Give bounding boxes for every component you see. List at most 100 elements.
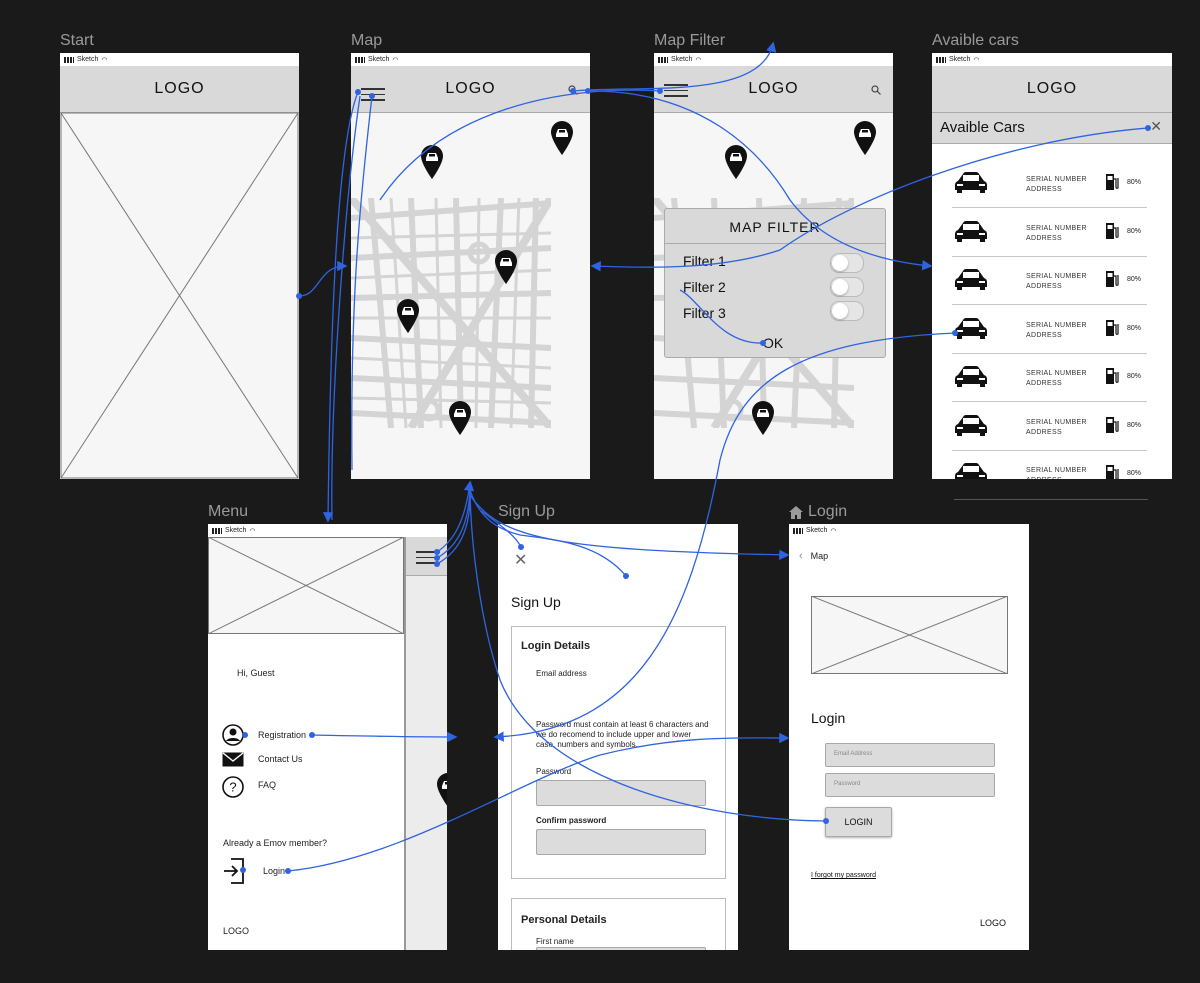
login-details-heading: Login Details [521,640,591,652]
navbar: LOGO [654,66,893,113]
login-details-section: Login Details Email address Password mus… [511,626,726,879]
menu-screen: Sketch◠ Hi, Guest Registration Contact U… [208,524,447,950]
menu-item-faq[interactable]: FAQ [258,780,277,790]
cars-header: Avaible Cars ✕ [932,113,1172,144]
car-icon [955,220,987,242]
login-button[interactable]: LOGIN [825,807,892,837]
password-field[interactable] [536,780,706,806]
car-pin-icon[interactable] [751,400,775,436]
signal-icon [793,527,803,534]
start-screen: Sketch◠ LOGO [60,53,299,479]
available-cars-screen: Sketch◠ LOGO Avaible Cars ✕ SERIAL NUMBE… [932,53,1172,479]
back-link[interactable]: ‹ Map [799,550,828,562]
signup-screen: ✕ Sign Up Login Details Email address Pa… [498,524,738,950]
cars-header-title: Avaible Cars [940,119,1025,136]
charging-station-icon [1106,416,1119,433]
map-screen: Sketch◠ LOGO [351,53,590,479]
status-bar: Sketch◠ [208,524,447,537]
menu-login-link[interactable]: Login [263,866,286,876]
password-placeholder: Password [834,781,861,787]
car-pin-icon[interactable] [396,298,420,334]
login-title: Login [811,710,846,726]
confirm-password-field[interactable] [536,829,706,855]
charging-station-icon [1106,222,1119,239]
filter-dialog: MAP FILTER Filter 1 Filter 2 Filter 3 OK [664,208,886,358]
signal-icon [658,56,668,63]
artboard-label-sign-up: Sign Up [498,503,555,520]
wifi-icon: ◠ [101,56,108,64]
logo: LOGO [748,80,799,97]
filter-3-toggle[interactable] [830,301,864,321]
battery-level: 80% [1126,421,1141,429]
artboard-label-login: Login [789,503,847,521]
car-pin-icon[interactable] [494,249,518,285]
filter-1-toggle[interactable] [830,253,864,273]
charging-station-icon [1106,465,1119,479]
image-placeholder [60,112,299,479]
close-icon[interactable]: ✕ [514,552,528,569]
menu-item-registration[interactable]: Registration [258,730,307,740]
help-icon: ? [222,776,244,798]
carrier-label: Sketch [806,527,828,534]
artboard-label-menu: Menu [208,503,249,520]
search-icon[interactable] [568,85,578,95]
navbar: LOGO [351,66,590,113]
svg-text:?: ? [229,780,236,795]
email-field[interactable]: Email Address [825,743,995,767]
email-label: Email address [536,669,587,678]
car-icon [955,366,987,387]
profile-image-placeholder [208,537,404,634]
car-icon [955,463,987,479]
hamburger-menu-icon[interactable] [664,84,688,98]
image-placeholder [811,596,1008,674]
menu-item-contact-us[interactable]: Contact Us [258,754,303,764]
carrier-label: Sketch [949,56,971,63]
artboard-label-login-text: Login [808,503,848,520]
first-name-field[interactable] [536,947,706,950]
status-bar: Sketch◠ [932,53,1172,66]
email-placeholder: Email Address [834,751,873,757]
charging-station-icon [1106,271,1119,287]
wifi-icon: ◠ [830,527,837,535]
car-pin-icon[interactable] [448,400,472,436]
hamburger-menu-icon[interactable] [416,551,440,565]
artboard-label-available-cars: Avaible cars [932,32,1019,49]
signup-title: Sign Up [511,594,561,610]
logo: LOGO [445,80,496,97]
navbar: LOGO [932,66,1172,113]
forgot-password-link[interactable]: I forgot my password [811,872,876,879]
carrier-label: Sketch [77,56,99,63]
artboard-label-start: Start [60,32,94,49]
car-pin-icon[interactable] [420,144,444,180]
battery-level: 80% [1126,276,1141,283]
navbar: LOGO [60,66,299,113]
charging-station-icon [1106,319,1119,336]
menu-logo: LOGO [223,926,250,936]
car-pin-icon[interactable] [724,144,748,180]
search-icon[interactable] [871,85,881,95]
password-field[interactable]: Password [825,773,995,797]
filter-dialog-title: MAP FILTER [729,219,821,235]
ok-button[interactable]: OK [763,335,784,351]
hamburger-menu-icon[interactable] [361,88,385,102]
map-streets [351,198,551,428]
password-hint: Password must contain at least 6 charact… [536,720,709,749]
first-name-label: First name [536,937,574,946]
home-icon [789,505,803,519]
signal-icon [936,56,946,63]
filter-2-toggle[interactable] [830,277,864,297]
close-icon[interactable]: ✕ [1150,118,1162,134]
car-pin-icon[interactable] [550,120,574,156]
personal-details-section: Personal Details First name [511,898,726,950]
car-pin-icon[interactable] [853,120,877,156]
